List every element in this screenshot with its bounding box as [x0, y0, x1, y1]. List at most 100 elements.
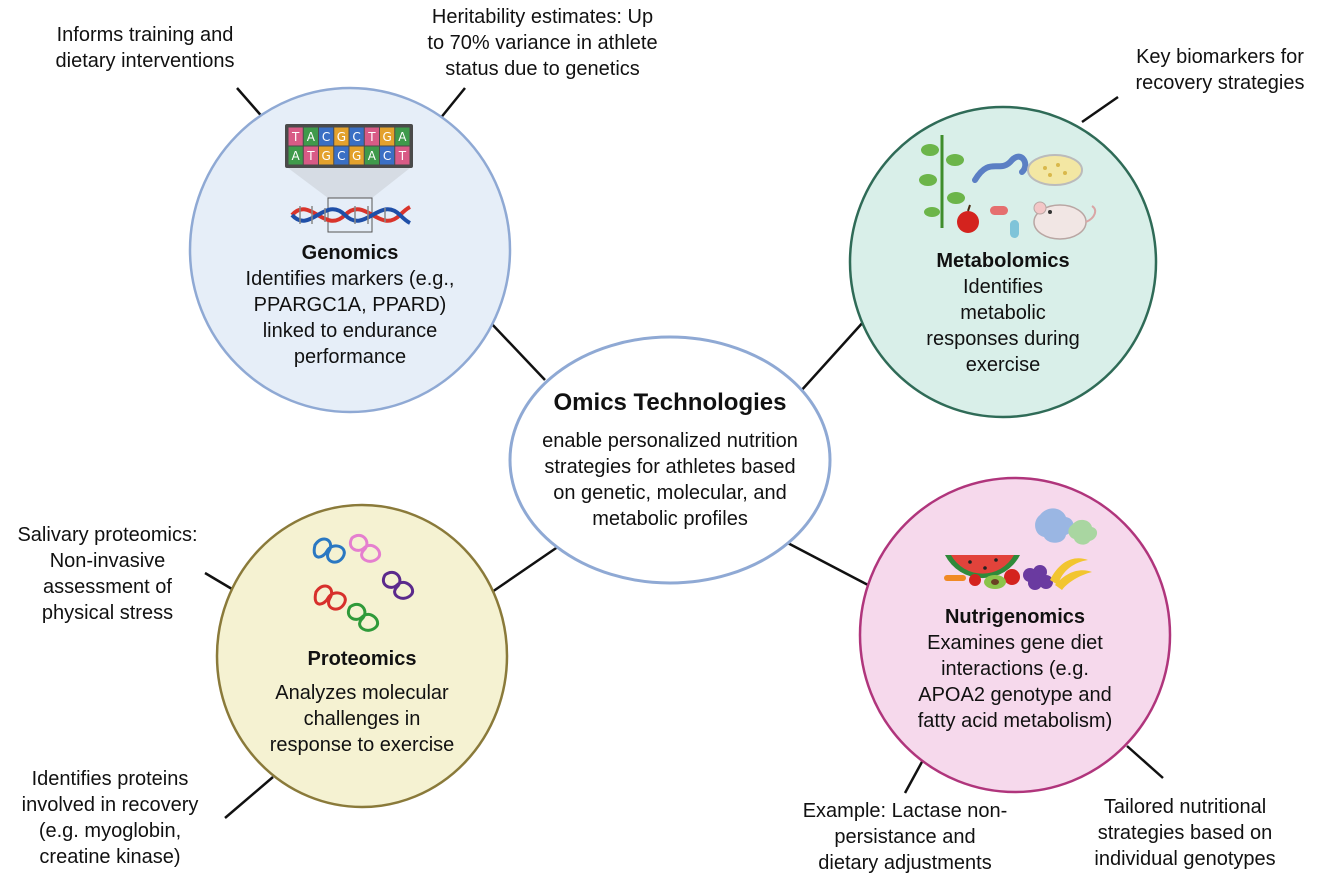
fruits-icon [944, 555, 1092, 590]
dna-base-cell [380, 127, 395, 146]
annotation-line: recovery strategies [1135, 72, 1305, 94]
annotation-line: Salivary proteomics: [17, 524, 198, 546]
metabolomics-line: exercise [965, 354, 1041, 376]
dna-base-label: G [382, 130, 391, 144]
metabolomics-line: Identifies [962, 276, 1044, 298]
mouse-icon [1033, 201, 1097, 240]
annotation-line: persistance and [834, 826, 976, 848]
dna-base-label: A [307, 130, 316, 144]
dna-base-label: A [368, 149, 377, 163]
dna-base-cell [395, 146, 410, 165]
apple-icon [957, 204, 979, 233]
dna-base-label: T [398, 149, 407, 163]
protein-structures-icon [312, 533, 414, 632]
dna-base-cell [288, 146, 303, 165]
annotation-tailored: Tailored nutritional strategies based on… [1070, 794, 1300, 872]
nutrigenomics-line: Examines gene diet [927, 632, 1103, 654]
nutrigenomics-text: Nutrigenomics Examines gene diet interac… [870, 604, 1160, 734]
genomics-line: linked to endurance [262, 320, 438, 342]
dna-base-label: C [383, 149, 391, 163]
dna-base-cell [349, 127, 364, 146]
annotation-line: assessment of [43, 576, 172, 598]
proteomics-title: Proteomics [307, 648, 417, 670]
center-circle [508, 335, 832, 585]
annotation-line: individual genotypes [1094, 848, 1276, 870]
proteomics-text: Proteomics Analyzes molecular challenges… [222, 646, 502, 758]
plant-icon [919, 135, 965, 228]
dna-base-cell [319, 127, 334, 146]
dna-base-label: T [291, 130, 300, 144]
center-title: Omics Technologies [553, 389, 787, 416]
center-line: on genetic, molecular, and [553, 482, 787, 504]
metabolomics-line: responses during [926, 328, 1080, 350]
dna-base-cell [395, 127, 410, 146]
genomics-line: Identifies markers (e.g., [245, 268, 455, 290]
dna-base-label: T [306, 149, 315, 163]
pill-icon [990, 206, 1019, 238]
annotation-line: to 70% variance in athlete [427, 32, 658, 54]
genomics-line: PPARGC1A, PPARD) [253, 294, 447, 316]
annotation-line: Example: Lactase non- [802, 800, 1008, 822]
connector-center-nutrigenomics [781, 538, 869, 587]
connector-tailored [1126, 745, 1164, 779]
annotation-identifies-proteins: Identifies proteins involved in recovery… [5, 766, 215, 870]
annotation-biomarkers: Key biomarkers for recovery strategies [1115, 44, 1325, 96]
dna-base-cell [334, 146, 349, 165]
genomics-text: Genomics Identifies markers (e.g., PPARG… [200, 240, 500, 370]
center-text: Omics Technologies enable personalized n… [510, 388, 830, 532]
annotation-salivary: Salivary proteomics: Non-invasive assess… [0, 522, 215, 626]
genomics-line: performance [293, 346, 407, 368]
annotation-line: Informs training and [56, 24, 234, 46]
annotation-line: (e.g. myoglobin, [38, 820, 182, 842]
molecule-icon [1035, 508, 1098, 545]
genomics-circle [188, 86, 512, 414]
annotation-lactase: Example: Lactase non- persistance and di… [775, 798, 1035, 876]
center-line: strategies for athletes based [544, 456, 796, 478]
proteomics-circle [215, 503, 509, 809]
proteomics-line: Analyzes molecular [275, 682, 449, 704]
dna-base-cell [349, 146, 364, 165]
dna-base-label: G [337, 130, 346, 144]
center-line: enable personalized nutrition [542, 430, 798, 452]
annotation-line: dietary adjustments [818, 852, 992, 874]
dna-base-cell [303, 146, 318, 165]
dna-base-label: G [352, 149, 361, 163]
dna-base-label: C [337, 149, 345, 163]
dna-base-label: C [322, 130, 330, 144]
nutrigenomics-line: APOA2 genotype and [918, 684, 1112, 706]
proteomics-line: challenges in [303, 708, 421, 730]
genomics-title: Genomics [301, 242, 399, 264]
annotation-line: Identifies proteins [31, 768, 189, 790]
center-line: metabolic profiles [592, 508, 748, 530]
nutrigenomics-line: fatty acid metabolism) [917, 710, 1113, 732]
metabolomics-title: Metabolomics [936, 250, 1070, 272]
annotation-line: Key biomarkers for [1136, 46, 1304, 68]
dna-base-cell [303, 127, 318, 146]
annotation-heritability: Heritability estimates: Up to 70% varian… [400, 4, 685, 82]
metabolomics-line: metabolic [960, 302, 1046, 324]
metabolomics-text: Metabolomics Identifies metabolic respon… [873, 248, 1133, 378]
annotation-line: creatine kinase) [39, 846, 181, 868]
annotation-line: involved in recovery [21, 794, 199, 816]
nutrigenomics-circle [858, 476, 1172, 794]
dna-base-label: C [352, 130, 360, 144]
dna-base-cell [364, 127, 379, 146]
worm-icon [972, 153, 1029, 183]
dna-base-label: T [367, 130, 376, 144]
dna-base-cell [288, 127, 303, 146]
annotation-line: Tailored nutritional [1103, 796, 1267, 818]
connector-identifies-proteins [224, 776, 274, 819]
dna-base-label: G [321, 149, 330, 163]
petri-dish-icon [1027, 154, 1083, 186]
connector-center-proteomics [491, 542, 563, 594]
nutrigenomics-line: interactions (e.g. [941, 658, 1089, 680]
dna-base-cell [364, 146, 379, 165]
annotation-line: dietary interventions [55, 50, 235, 72]
dna-base-label: A [292, 149, 301, 163]
connector-lactase [903, 759, 925, 794]
connector-center-metabolomics [799, 319, 866, 393]
annotation-line: Non-invasive [49, 550, 166, 572]
annotation-line: physical stress [41, 602, 174, 624]
dna-base-cell [334, 127, 349, 146]
